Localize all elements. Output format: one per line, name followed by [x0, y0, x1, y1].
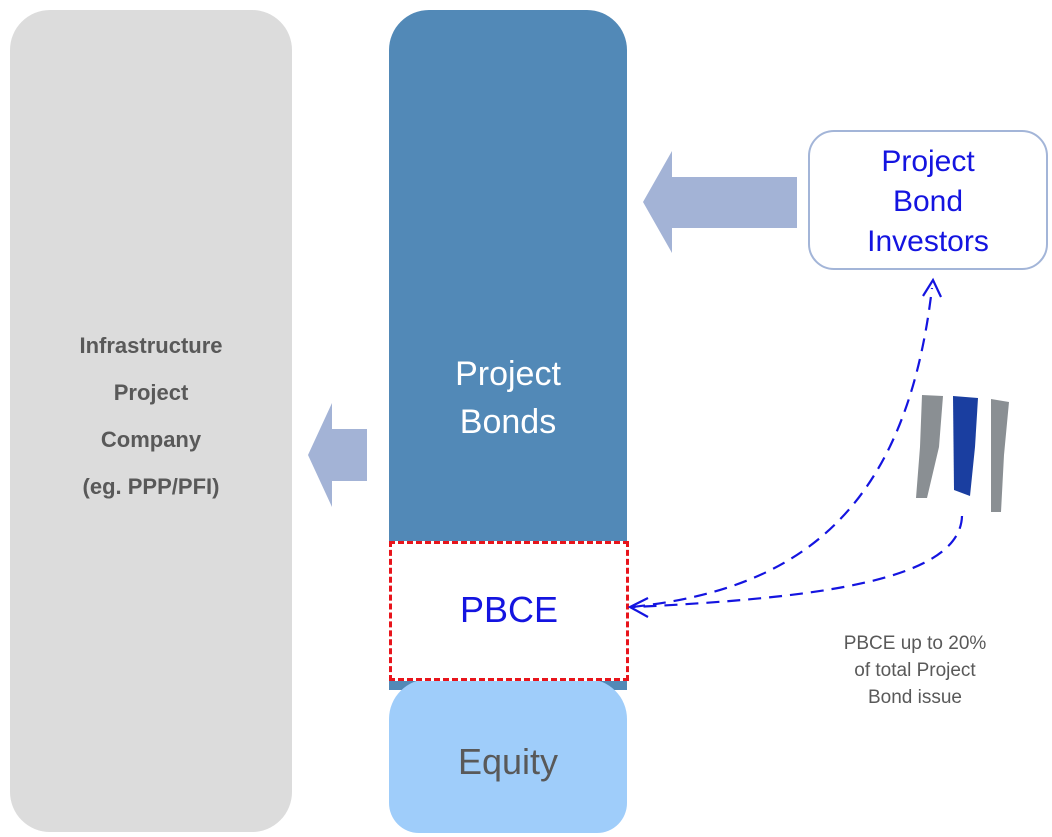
- investors-label-line-2: Bond: [892, 185, 964, 218]
- investors-to-bonds-arrow: [643, 151, 797, 253]
- pbce-note: PBCE up to 20% of total Project Bond iss…: [790, 630, 1040, 711]
- investors-label-line-1: Project: [881, 145, 975, 178]
- bonds-label-line-1: Project: [455, 355, 561, 393]
- logo-to-pbce-dashed-arrow: [633, 515, 964, 609]
- company-label-line-3: Company: [100, 427, 202, 452]
- company-label-line-2: Project: [113, 380, 189, 405]
- infrastructure-company-box: [10, 10, 292, 832]
- equity-label: Equity: [457, 741, 559, 782]
- pbce-label: PBCE: [459, 589, 559, 630]
- project-bond-investors-label: Project Bond Investors: [808, 142, 1048, 262]
- company-label-line-1: Infrastructure: [79, 333, 223, 358]
- infrastructure-company-label: Infrastructure Project Company (eg. PPP/…: [10, 322, 292, 510]
- pbce-arrowhead: [627, 597, 649, 618]
- project-bond-investors-box: [808, 130, 1048, 270]
- company-label-line-4: (eg. PPP/PFI): [82, 474, 220, 499]
- investors-label-line-3: Investors: [867, 225, 989, 258]
- investors-arrowhead: [922, 277, 942, 298]
- note-line-2: of total Project: [854, 660, 976, 681]
- pbce-box: [389, 541, 629, 681]
- eib-logo-icon: [916, 395, 1009, 512]
- project-bonds-label: Project Bonds: [389, 350, 627, 446]
- note-line-3: Bond issue: [867, 687, 962, 708]
- bonds-label-line-2: Bonds: [459, 403, 557, 441]
- bonds-to-company-arrow: [308, 403, 367, 507]
- equity-box: [389, 679, 627, 833]
- pbce-to-investors-dashed-arrow: [631, 287, 934, 609]
- note-line-1: PBCE up to 20%: [843, 633, 987, 654]
